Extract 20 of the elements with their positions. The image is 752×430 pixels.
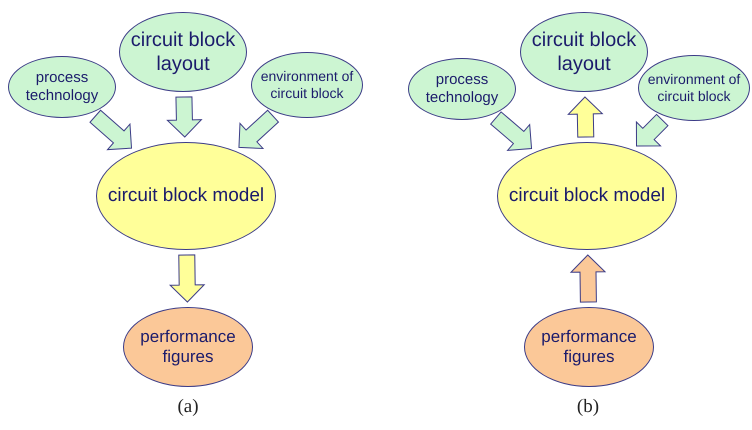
node-label: process technology [24, 69, 100, 105]
node-label: circuit block model [508, 184, 666, 208]
node-label: circuit block layout [530, 28, 638, 76]
block-arrow [166, 96, 203, 138]
block-arrow [168, 254, 206, 303]
block-arrow [490, 111, 532, 151]
node-label: performance figures [540, 326, 638, 368]
block-arrow [636, 114, 669, 147]
block-arrow [567, 96, 604, 138]
node-label: environment of circuit block [260, 68, 354, 102]
node-label: performance figures [139, 326, 237, 368]
block-arrow [570, 254, 606, 303]
node-label: environment of circuit block [646, 71, 742, 105]
block-arrow [238, 110, 280, 150]
node-label: process technology [424, 71, 500, 107]
panel-caption: (b) [576, 396, 600, 418]
block-arrow [89, 110, 132, 150]
node-label: circuit block layout [130, 28, 236, 76]
node-label: circuit block model [108, 184, 264, 208]
panel-caption: (a) [177, 396, 199, 418]
